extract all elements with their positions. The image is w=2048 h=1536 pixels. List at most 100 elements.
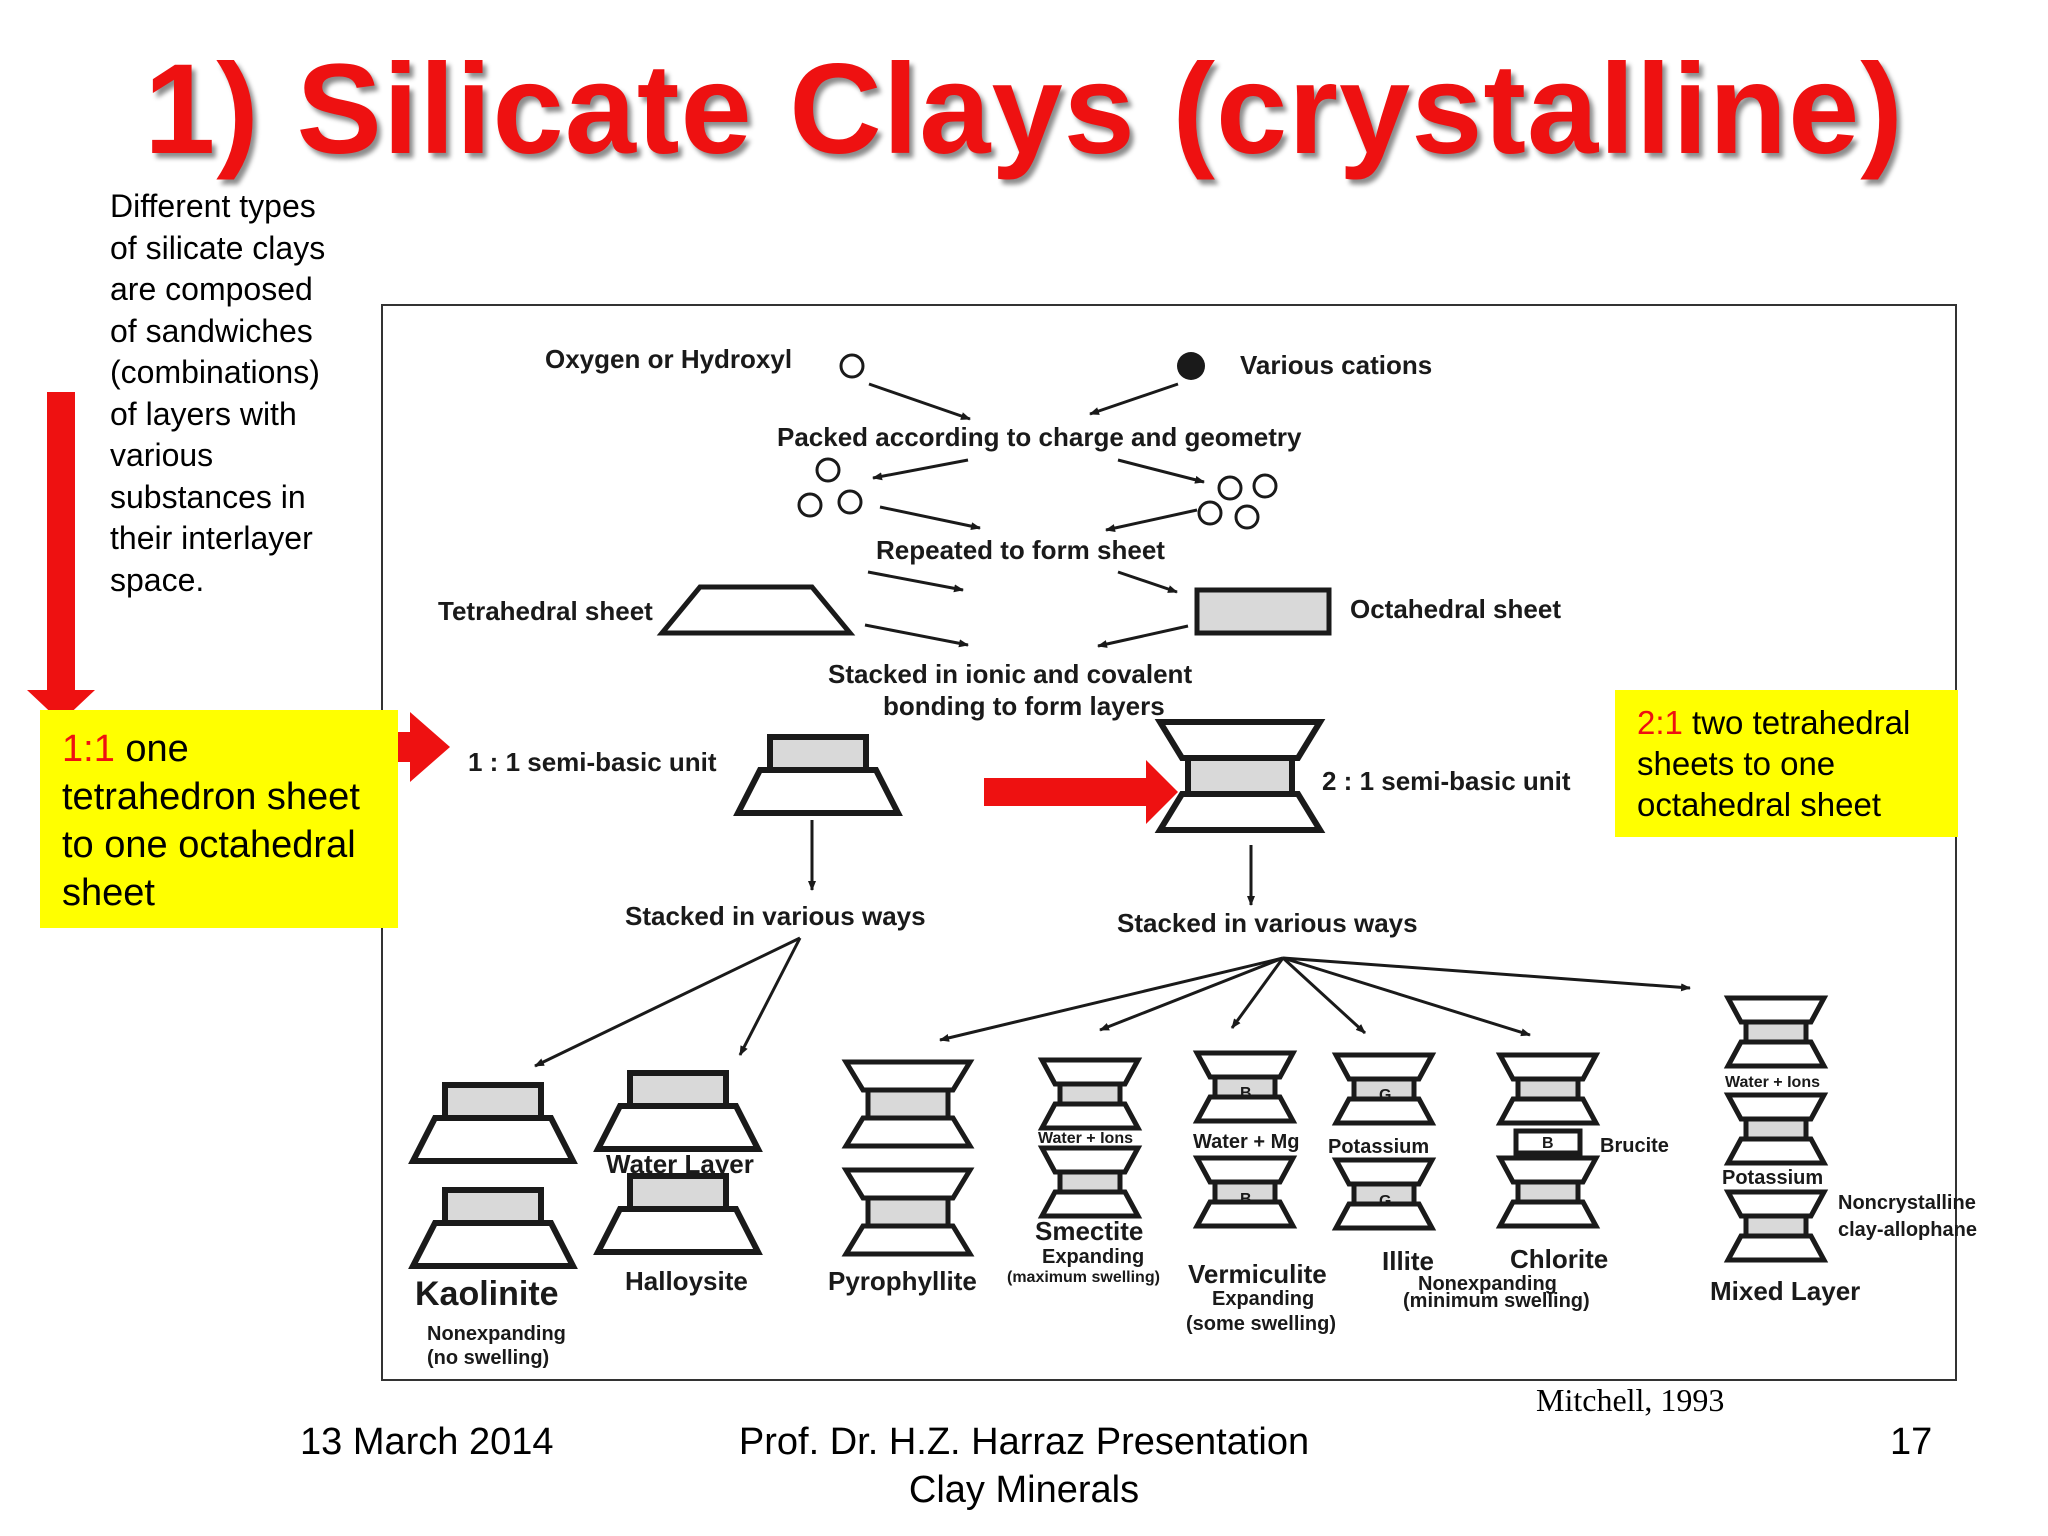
- tetrahedral-sheet-shape: [656, 584, 856, 636]
- halloysite-layer-bottom: [598, 1176, 758, 1252]
- arrow: [1089, 382, 1179, 416]
- smectite-sub-1: Expanding: [1042, 1246, 1144, 1268]
- arrow: [1282, 956, 1691, 992]
- vermiculite-water-mg-label: Water + Mg: [1193, 1131, 1300, 1153]
- smectite-sub-2: (maximum swelling): [1007, 1269, 1160, 1286]
- kaolinite-sub-1: Nonexpanding: [427, 1323, 566, 1345]
- brucite-sheet-shape: [1513, 1128, 1583, 1156]
- callout-line: sheet: [62, 872, 155, 914]
- red-arrow-down-shaft: [47, 392, 75, 692]
- noncrystalline-label-1: Noncrystalline: [1838, 1192, 1976, 1214]
- red-arrow-right-1-head: [410, 712, 450, 782]
- intro-line: Different types: [110, 188, 316, 224]
- one-to-one-callout: 1:1 one tetrahedron sheet to one octahed…: [40, 710, 398, 928]
- intro-line: (combinations): [110, 354, 320, 390]
- vermiculite-b-bottom: B: [1240, 1191, 1252, 1208]
- stacked-label-2: bonding to form layers: [883, 691, 1165, 721]
- brucite-label: Brucite: [1600, 1135, 1669, 1157]
- pyrophyllite-layer-top: [846, 1062, 970, 1146]
- halloysite-label: Halloysite: [625, 1266, 748, 1296]
- chlorite-b-label: B: [1542, 1135, 1554, 1152]
- packed-circles-left: [797, 457, 863, 518]
- stacked-various-right: Stacked in various ways: [1117, 908, 1418, 938]
- arrow: [1281, 956, 1367, 1035]
- unit-2-1-shape: [1160, 722, 1320, 830]
- cation-icon: [1177, 352, 1205, 380]
- callout-line: to one octahedral: [62, 824, 356, 866]
- intro-line: space.: [110, 561, 205, 598]
- footer-presenter: Prof. Dr. H.Z. Harraz Presentation Clay …: [724, 1418, 1324, 1514]
- callout-line: sheets to one: [1637, 745, 1836, 782]
- noncrystalline-label-2: clay-allophane: [1838, 1219, 1977, 1241]
- arrow: [1105, 508, 1198, 532]
- packed-label: Packed according to charge and geometry: [777, 422, 1302, 452]
- arrow: [868, 382, 971, 421]
- footer-date: 13 March 2014: [300, 1421, 554, 1463]
- intro-line: of silicate clays: [110, 229, 326, 266]
- arrow: [867, 570, 964, 593]
- smectite-layer-bottom: [1042, 1148, 1138, 1216]
- mixed-layer-2: [1728, 1095, 1824, 1163]
- intro-line: substances in: [110, 478, 306, 515]
- arrow: [1117, 458, 1205, 484]
- footer-page-number: 17: [1890, 1421, 1933, 1463]
- chlorite-layer-top: [1500, 1055, 1596, 1123]
- pyrophyllite-layer-bottom: [846, 1170, 970, 1254]
- arrow: [864, 623, 969, 648]
- arrow: [534, 936, 801, 1068]
- unit-2-1-label: 2 : 1 semi-basic unit: [1322, 766, 1571, 796]
- footer-presenter-line: Prof. Dr. H.Z. Harraz Presentation: [738, 1421, 1310, 1463]
- repeated-label: Repeated to form sheet: [876, 535, 1165, 565]
- packed-circles-right: [1197, 473, 1278, 530]
- halloysite-layer-top: [598, 1073, 758, 1149]
- arrow: [1099, 956, 1284, 1032]
- vermiculite-sub-2: (some swelling): [1186, 1313, 1336, 1335]
- smectite-label: Smectite: [1035, 1216, 1143, 1246]
- mixed-potassium-label: Potassium: [1722, 1167, 1823, 1189]
- vermiculite-sub-1: Expanding: [1212, 1288, 1314, 1310]
- chlorite-label: Chlorite: [1510, 1244, 1608, 1274]
- stacked-label-1: Stacked in ionic and covalent: [828, 659, 1192, 689]
- intro-line: various: [110, 437, 214, 473]
- mixed-water-ions-label: Water + Ions: [1725, 1074, 1820, 1091]
- kaolinite-layer-bottom: [413, 1190, 573, 1266]
- two-to-one-callout: 2:1 two tetrahedral sheets to one octahe…: [1615, 690, 1958, 837]
- red-arrow-right-2-shaft: [984, 778, 1154, 806]
- illite-chlorite-sub-2: (minimum swelling): [1403, 1290, 1590, 1312]
- intro-text: Different types of silicate clays are co…: [110, 186, 360, 601]
- kaolinite-layer-top: [413, 1085, 573, 1161]
- intro-line: are composed: [110, 271, 313, 307]
- octahedral-label: Octahedral sheet: [1350, 594, 1561, 624]
- illite-g-bottom: G: [1379, 1193, 1391, 1210]
- unit-1-1-shape: [738, 737, 898, 813]
- ratio-1-1: 1:1: [62, 728, 115, 770]
- illite-label: Illite: [1382, 1246, 1434, 1276]
- arrow: [1230, 957, 1285, 1029]
- mixed-layer-3: [1728, 1192, 1824, 1260]
- smectite-water-ions-label: Water + Ions: [1038, 1130, 1133, 1147]
- kaolinite-sub-2: (no swelling): [427, 1347, 549, 1369]
- intro-line: their interlayer: [110, 520, 313, 556]
- red-arrow-right-2-head: [1146, 760, 1178, 824]
- mixed-layer-1: [1728, 998, 1824, 1066]
- arrow: [1097, 624, 1189, 648]
- footer-topic-line: Clay Minerals: [908, 1469, 1140, 1511]
- ratio-2-1: 2:1: [1637, 704, 1683, 741]
- tetrahedral-label: Tetrahedral sheet: [438, 596, 653, 626]
- callout-line: tetrahedron sheet: [62, 776, 360, 818]
- kaolinite-label: Kaolinite: [415, 1275, 559, 1313]
- slide-title: 1) Silicate Clays (crystalline): [144, 38, 1904, 181]
- arrow: [872, 458, 969, 481]
- arrow: [879, 505, 981, 531]
- arrow: [738, 937, 802, 1056]
- arrow: [1282, 956, 1531, 1037]
- stacked-various-left: Stacked in various ways: [625, 901, 926, 931]
- callout-line: 1:1 one: [62, 725, 398, 773]
- callout-line: 2:1 two tetrahedral: [1637, 702, 1958, 743]
- illite-potassium-label: Potassium: [1328, 1136, 1429, 1158]
- mixed-layer-label: Mixed Layer: [1710, 1276, 1860, 1306]
- vermiculite-label: Vermiculite: [1188, 1259, 1327, 1289]
- intro-line: of sandwiches: [110, 312, 313, 349]
- illite-g-top: G: [1379, 1087, 1391, 1104]
- illite-chlorite-sub-1: Nonexpanding: [1418, 1273, 1557, 1295]
